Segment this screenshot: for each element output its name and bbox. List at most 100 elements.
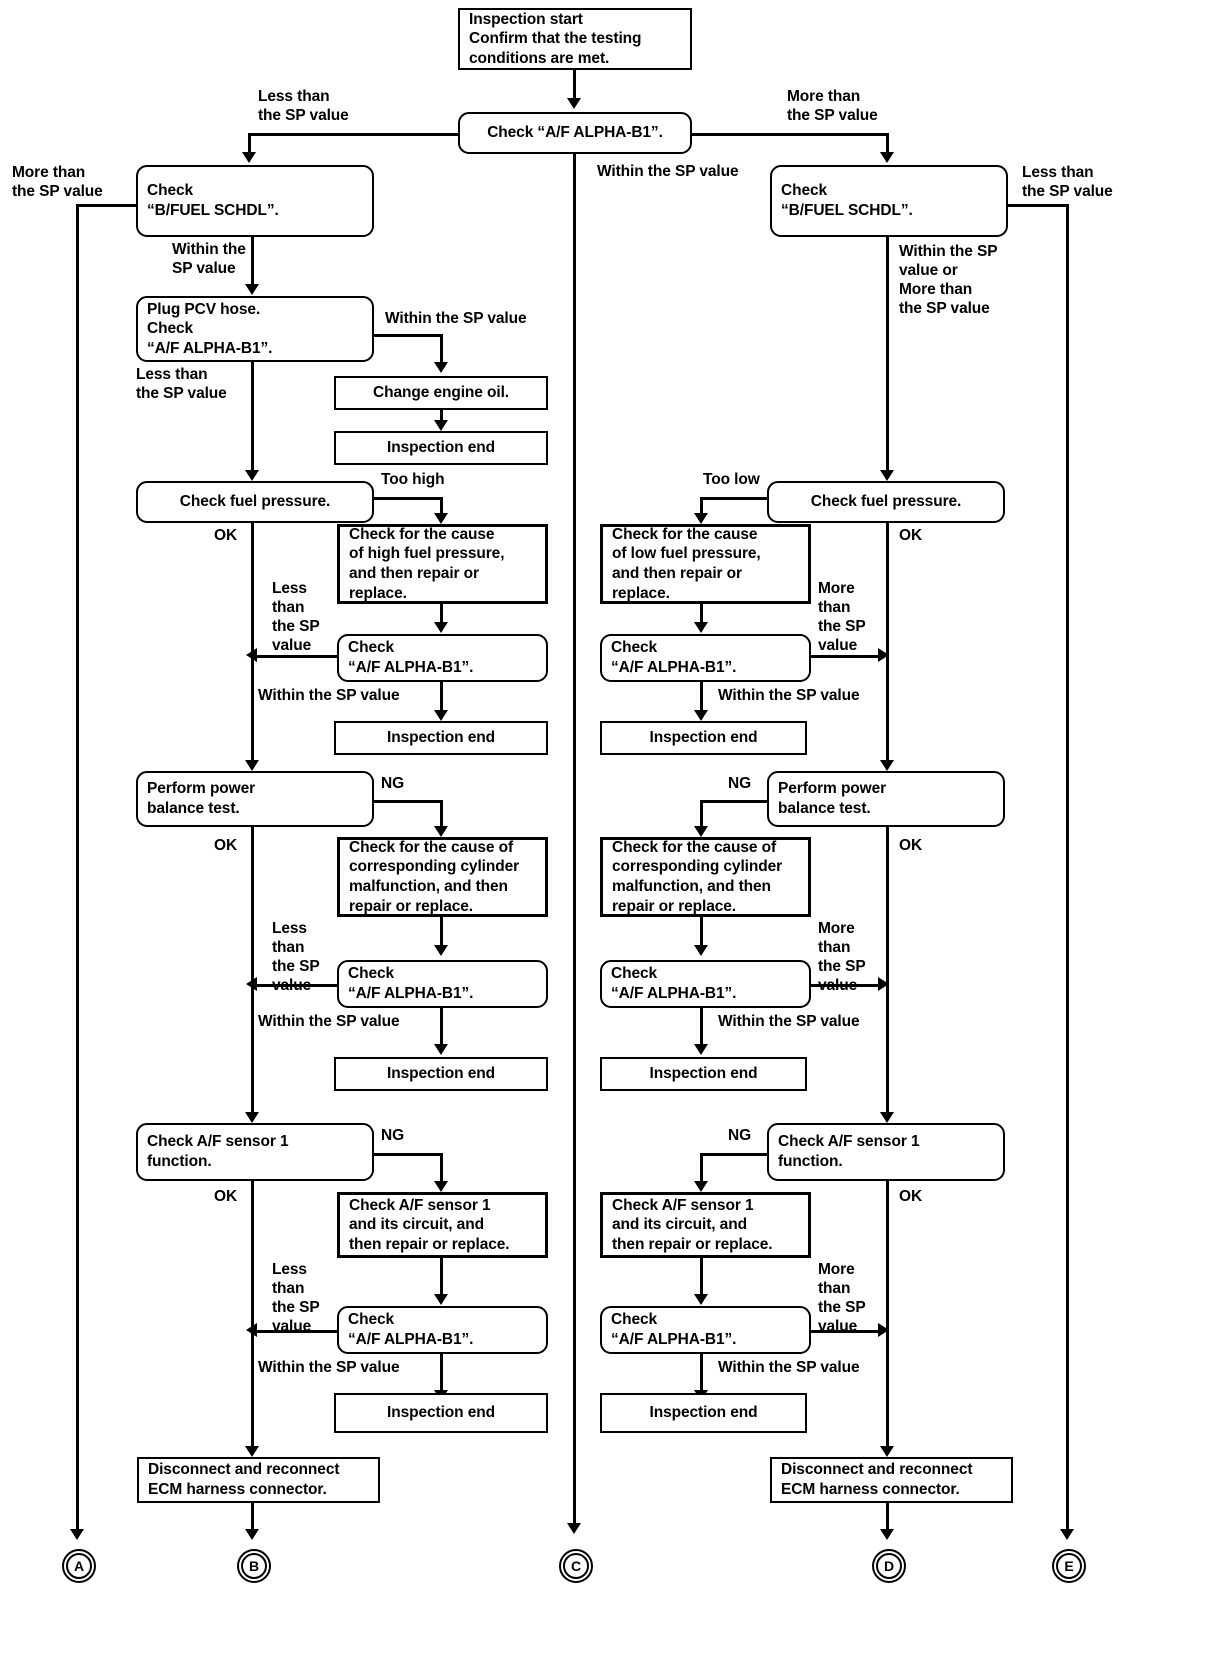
edge-pcv-right-down xyxy=(440,334,443,366)
arrow-down-af-sensor-right xyxy=(880,1112,894,1123)
arrow-down-terminal-a xyxy=(70,1529,84,1540)
label-within-sp-left-1: Within the SP value xyxy=(172,241,246,277)
edge-bfuel-to-pcv xyxy=(251,237,254,288)
edge-af-l2-down xyxy=(440,682,443,714)
label-ok-l1: OK xyxy=(214,527,238,544)
edge-cause-cyl-left-to-af xyxy=(440,917,443,949)
terminal-label-c: C xyxy=(563,1553,589,1579)
node-check-af-l4: Check “A/F ALPHA-B1”. xyxy=(337,1306,548,1354)
terminal-connector-a: A xyxy=(62,1549,96,1583)
arrow-down-end3l xyxy=(434,1044,448,1055)
edge-af-l3-back xyxy=(256,984,338,987)
terminal-label-a: A xyxy=(66,1553,92,1579)
edge-power-left-ok xyxy=(251,827,254,1116)
label-within-sp-center: Within the SP value xyxy=(597,163,739,180)
edge-af-r3-back xyxy=(810,984,882,987)
label-ok-l3: OK xyxy=(214,1188,238,1205)
edge-cause-low-to-af xyxy=(700,604,703,626)
edge-pcv-right xyxy=(374,334,442,337)
arrow-down-center-terminal xyxy=(567,1523,581,1534)
terminal-connector-c: C xyxy=(559,1549,593,1583)
arrow-down-end3r xyxy=(694,1044,708,1055)
edge-power-right-ok xyxy=(886,827,889,1116)
edge-af-r3-down xyxy=(700,1008,703,1048)
arrow-down-start xyxy=(567,98,581,109)
label-ng-r2: NG xyxy=(728,1127,752,1144)
arrow-right-af-r3 xyxy=(878,977,889,991)
node-ecm-left: Disconnect and reconnect ECM harness con… xyxy=(137,1457,380,1503)
arrow-down-ecm-right xyxy=(880,1446,894,1457)
label-ok-l2: OK xyxy=(214,837,238,854)
arrow-down-terminal-d xyxy=(880,1529,894,1540)
node-check-fuel-pressure-left: Check fuel pressure. xyxy=(136,481,374,523)
edge-far-right-long xyxy=(1066,204,1069,1533)
label-less-than-sp-pcv: Less than the SP value xyxy=(136,366,227,402)
edge-af-circuit-right-to-af xyxy=(700,1258,703,1298)
arrow-down-ecm-left xyxy=(245,1446,259,1457)
edge-af-sensor-right-ng-down xyxy=(700,1153,703,1185)
arrow-down-af-l2 xyxy=(434,622,448,633)
edge-af-r4-back xyxy=(810,1330,882,1333)
edge-power-right-ng-down xyxy=(700,800,703,830)
edge-af-sensor-left-ok xyxy=(251,1181,254,1450)
label-more-4line-r1: More than the SP value xyxy=(818,580,866,654)
edge-af-sensor-left-ng xyxy=(374,1153,442,1156)
label-ng-l2: NG xyxy=(381,1127,405,1144)
label-within-sp-r3: Within the SP value xyxy=(718,1359,860,1376)
edge-af-l3-down xyxy=(440,1008,443,1048)
edge-bfuel-right-out xyxy=(1006,204,1068,207)
label-within-more-sp-right: Within the SP value or More than the SP … xyxy=(899,243,998,317)
edge-bfuel-right-to-fp xyxy=(886,237,889,474)
label-within-sp-to-oil: Within the SP value xyxy=(385,310,527,327)
arrow-down-cause-cyl-right xyxy=(694,826,708,837)
label-within-sp-l3: Within the SP value xyxy=(258,1359,400,1376)
node-inspection-end-1: Inspection end xyxy=(334,431,548,465)
arrow-down-af-r3 xyxy=(694,945,708,956)
edge-power-left-ng-down xyxy=(440,800,443,830)
arrow-down-power-left xyxy=(245,760,259,771)
node-af-circuit-left: Check A/F sensor 1 and its circuit, and … xyxy=(337,1192,548,1258)
edge-cause-cyl-right-to-af xyxy=(700,917,703,949)
node-af-sensor-function-right: Check A/F sensor 1 function. xyxy=(767,1123,1005,1181)
edge-power-right-ng xyxy=(700,800,768,803)
arrow-down-cause-high xyxy=(434,513,448,524)
edge-power-left-ng xyxy=(374,800,442,803)
label-ng-l1: NG xyxy=(381,775,405,792)
edge-af-l4-down xyxy=(440,1354,443,1394)
edge-ecm-right-down xyxy=(886,1503,889,1533)
node-af-circuit-right: Check A/F sensor 1 and its circuit, and … xyxy=(600,1192,811,1258)
node-af-sensor-function-left: Check A/F sensor 1 function. xyxy=(136,1123,374,1181)
label-too-low: Too low xyxy=(703,471,760,488)
node-inspection-end-3r: Inspection end xyxy=(600,1057,807,1091)
arrow-down-pcv xyxy=(245,284,259,295)
arrow-down-end1 xyxy=(434,420,448,431)
node-power-balance-left: Perform power balance test. xyxy=(136,771,374,827)
node-inspection-end-4r: Inspection end xyxy=(600,1393,807,1433)
edge-fp-right-left xyxy=(700,497,768,500)
arrow-down-power-right xyxy=(880,760,894,771)
node-check-af-r2: Check “A/F ALPHA-B1”. xyxy=(600,634,811,682)
arrow-down-af-r4 xyxy=(694,1294,708,1305)
edge-center-long xyxy=(573,154,576,1527)
arrow-down-end2l xyxy=(434,710,448,721)
label-ok-r2: OK xyxy=(899,837,923,854)
node-inspection-end-2l: Inspection end xyxy=(334,721,548,755)
edge-af-r4-down xyxy=(700,1354,703,1394)
label-ok-r3: OK xyxy=(899,1188,923,1205)
edge-af-r2-down xyxy=(700,682,703,714)
edge-cause-high-to-af xyxy=(440,604,443,626)
edge-fp-left-ok xyxy=(251,523,254,764)
label-more-than-sp-far-left: More than the SP value xyxy=(12,164,103,200)
node-check-af-l2: Check “A/F ALPHA-B1”. xyxy=(337,634,548,682)
terminal-label-b: B xyxy=(241,1553,267,1579)
terminal-connector-e: E xyxy=(1052,1549,1086,1583)
label-within-sp-r2: Within the SP value xyxy=(718,1013,860,1030)
terminal-connector-b: B xyxy=(237,1549,271,1583)
node-inspection-start: Inspection start Confirm that the testin… xyxy=(458,8,692,70)
edge-ecm-left-down xyxy=(251,1503,254,1533)
edge-oil-to-end1 xyxy=(440,410,443,424)
edge-fp-left-right xyxy=(374,497,442,500)
arrow-down-right-branch xyxy=(880,152,894,163)
edge-af-l2-back xyxy=(256,655,338,658)
